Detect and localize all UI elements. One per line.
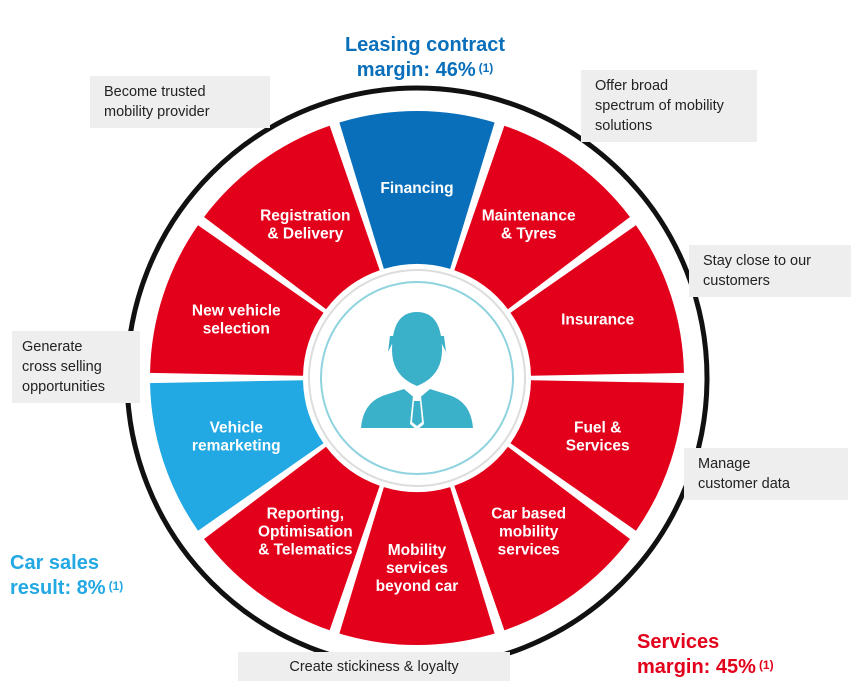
segment-label-financing: Financing	[380, 180, 453, 197]
segment-label-line: Reporting,	[267, 506, 345, 523]
segment-label-line: Car based	[491, 506, 566, 523]
segment-mobility-beyond-car	[339, 487, 495, 645]
segment-remarketing	[150, 380, 324, 531]
segment-label-line: Mobility	[388, 542, 447, 559]
segment-label-registration: Registration& Delivery	[260, 207, 350, 242]
segment-label-line: Vehicle	[210, 420, 264, 437]
segment-label-fuel: Fuel &Services	[566, 420, 630, 455]
center-ring	[320, 281, 514, 475]
segment-label-maintenance: Maintenance& Tyres	[482, 207, 576, 242]
segment-label-line: Optimisation	[258, 524, 353, 541]
segment-label-insurance: Insurance	[561, 311, 635, 328]
callout-broad-spectrum: Offer broad spectrum of mobility solutio…	[581, 70, 757, 142]
segment-fuel	[510, 380, 684, 531]
segment-label-line: selection	[203, 320, 270, 337]
segment-label-line: Financing	[380, 180, 453, 197]
segment-label-line: & Delivery	[267, 225, 343, 242]
segment-label-line: & Tyres	[501, 225, 557, 242]
segment-maintenance	[454, 125, 630, 310]
headline-leasing-margin: Leasing contract margin: 46%(1)	[330, 8, 520, 83]
segment-label-line: services	[386, 560, 448, 577]
segment-label-line: remarketing	[192, 438, 281, 455]
segment-label-line: Fuel &	[574, 420, 621, 437]
segment-label-line: & Telematics	[258, 542, 352, 559]
segment-label-line: New vehicle	[192, 302, 281, 319]
segment-label-line: Registration	[260, 207, 350, 224]
headline-car-sales-text: Car sales result: 8%	[10, 552, 106, 599]
segment-financing	[339, 110, 495, 269]
callout-cross-selling: Generate cross selling opportunities	[12, 331, 140, 403]
segment-reporting	[204, 446, 380, 631]
headline-car-sales-footnote: (1)	[108, 579, 124, 593]
callout-stickiness: Create stickiness & loyalty	[238, 652, 510, 681]
customer-icon	[361, 312, 473, 430]
segment-registration	[204, 125, 380, 310]
headline-leasing-footnote: (1)	[478, 61, 494, 75]
segment-label-line: beyond car	[376, 578, 459, 595]
segment-label-line: Maintenance	[482, 207, 576, 224]
headline-services-margin: Services margin: 45%(1)	[637, 605, 827, 680]
headline-services-text: Services margin: 45%	[637, 631, 756, 678]
segment-label-line: Insurance	[561, 311, 635, 328]
segment-car-based-mobility	[454, 446, 630, 631]
headline-leasing-text: Leasing contract margin: 46%	[344, 34, 506, 81]
segment-insurance	[510, 225, 684, 376]
segment-label-line: mobility	[499, 524, 559, 541]
callout-trusted-mobility: Become trusted mobility provider	[90, 76, 270, 128]
callout-customer-data: Manage customer data	[684, 448, 848, 500]
segment-label-line: Services	[566, 438, 630, 455]
callout-stay-close: Stay close to our customers	[689, 245, 851, 297]
segment-label-line: services	[498, 542, 560, 559]
segment-label-reporting: Reporting,Optimisation& Telematics	[258, 506, 353, 559]
segment-new-vehicle	[150, 225, 324, 376]
headline-services-footnote: (1)	[758, 658, 774, 672]
headline-car-sales: Car sales result: 8%(1)	[10, 526, 150, 601]
